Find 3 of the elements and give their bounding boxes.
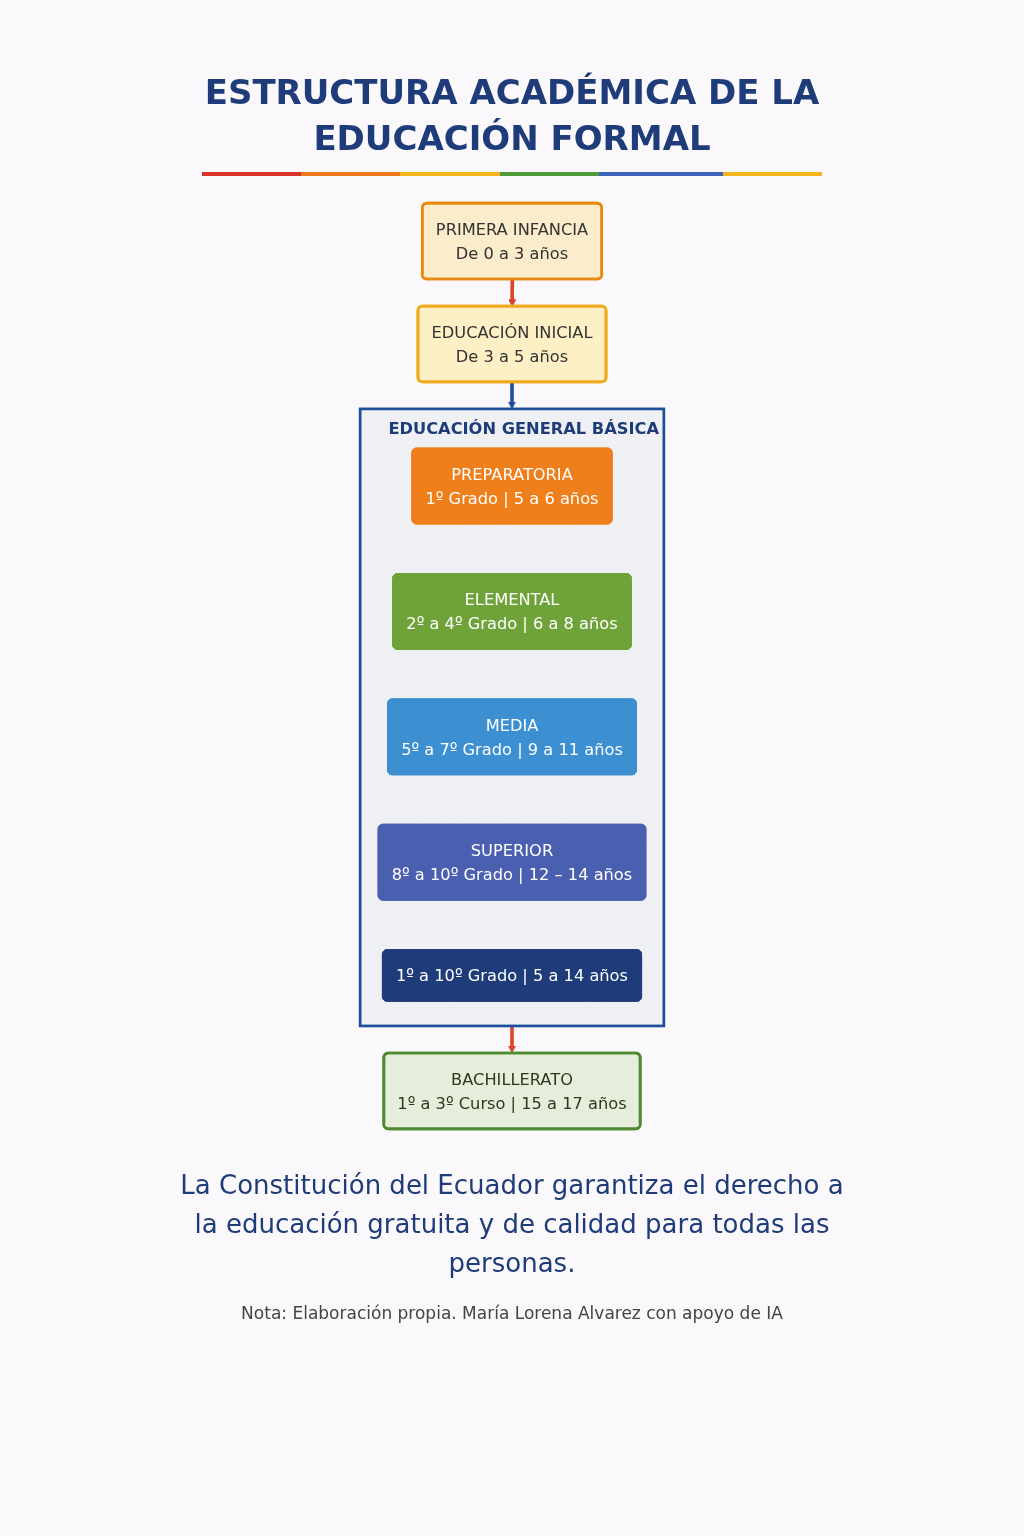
- note: Nota: Elaboración propia. María Lorena Alvarez con apoyo de IA: [240, 1302, 784, 1323]
- title: ESTRUCTURA ACADÉMICA DE LA EDUCACIÓN FORMAL: [203, 71, 821, 160]
- caption: La Constitución del Ecuador garantiza el derecho a la educación gratuita y de calidad para todas las personas.: [180, 1168, 844, 1280]
